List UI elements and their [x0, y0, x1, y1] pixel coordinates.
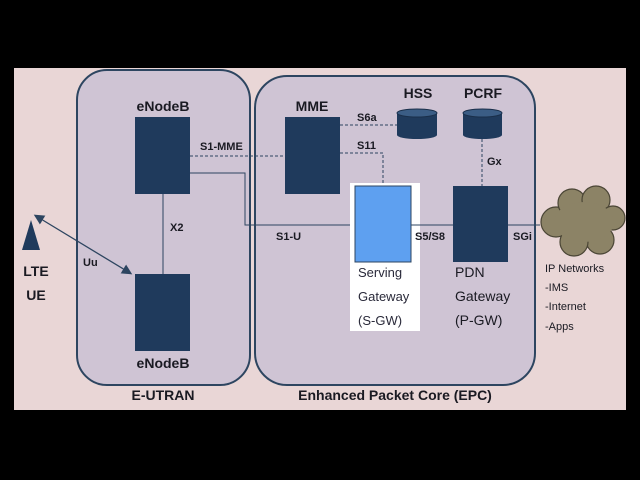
- pgw-node: [453, 186, 508, 262]
- uu-link: [33, 214, 133, 275]
- ue-label-ue: UE: [26, 287, 45, 303]
- enodeb-top: [135, 117, 190, 194]
- pcrf-label: PCRF: [464, 85, 503, 101]
- pgw-label-line1: PDN: [455, 264, 485, 280]
- sgw-node: [354, 185, 412, 263]
- s11-label: S11: [357, 140, 376, 152]
- mme-label: MME: [296, 98, 329, 114]
- epc-label: Enhanced Packet Core (EPC): [298, 387, 492, 403]
- s6a-label: S6a: [357, 112, 377, 124]
- pcrf-database-icon: [462, 108, 503, 139]
- hss-label: HSS: [404, 85, 433, 101]
- s1-u-link: [190, 172, 355, 226]
- ue-label-lte: LTE: [23, 263, 48, 279]
- ip-networks-item-apps: -Apps: [545, 321, 574, 333]
- pgw-label-line3: (P-GW): [455, 312, 502, 328]
- gx-label: Gx: [487, 156, 503, 168]
- s11-link: [340, 152, 384, 185]
- pgw-label-line2: Gateway: [455, 288, 510, 304]
- ip-networks-item-internet: -Internet: [545, 301, 586, 313]
- ip-networks-title: IP Networks: [545, 263, 605, 275]
- sgw-label-line3: (S-GW): [358, 313, 402, 328]
- cloud-icon: [540, 185, 626, 257]
- sgw-label-line1: Serving: [358, 265, 402, 280]
- enodeb-bottom: [135, 274, 190, 351]
- s1-mme-label: S1-MME: [200, 141, 243, 153]
- uu-label: Uu: [83, 257, 98, 269]
- mme-node: [285, 117, 340, 194]
- enodeb-top-label: eNodeB: [137, 98, 190, 114]
- ip-networks-item-ims: -IMS: [545, 282, 568, 294]
- x2-label: X2: [170, 222, 183, 234]
- e-utran-label: E-UTRAN: [132, 387, 195, 403]
- sgi-label: SGi: [513, 231, 532, 243]
- enodeb-bottom-label: eNodeB: [137, 355, 190, 371]
- s1-u-label: S1-U: [276, 231, 301, 243]
- s5-s8-label: S5/S8: [415, 231, 445, 243]
- hss-database-icon: [396, 108, 438, 139]
- sgw-label-line2: Gateway: [358, 289, 410, 304]
